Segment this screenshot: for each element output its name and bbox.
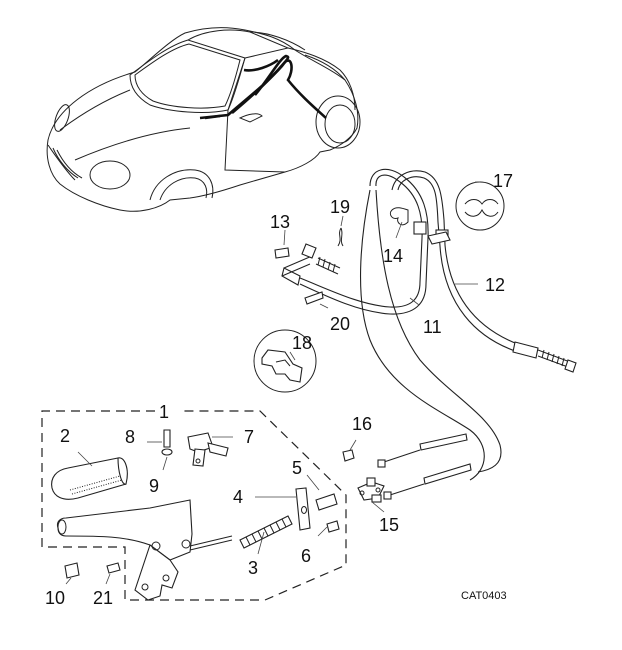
assembly-1-boundary: [41, 410, 347, 601]
callout-11: 11: [423, 317, 442, 337]
callout-18: 18: [292, 333, 312, 353]
part-20-bolt: [304, 291, 324, 305]
callout-3: 3: [248, 558, 258, 578]
part-10-knob: [64, 562, 80, 579]
callout-4: 4: [233, 487, 243, 507]
callout-1: 1: [159, 402, 169, 422]
detail-18: [253, 329, 317, 393]
callout-13: 13: [270, 212, 290, 232]
callout-5: 5: [292, 458, 302, 478]
part-14-clip: [389, 207, 409, 226]
part-5-pin: [315, 493, 338, 511]
callout-6: 6: [301, 546, 311, 566]
catalog-code: CAT0403: [461, 590, 507, 602]
part-1-lever: [56, 499, 233, 601]
callout-14: 14: [383, 246, 403, 266]
part-16-bolt: [342, 449, 355, 462]
callout-12: 12: [485, 275, 505, 295]
callout-19: 19: [330, 197, 350, 217]
callout-17: 17: [493, 171, 513, 191]
callout-labels: 1 2 3 4 5 6 7 8 9 10 11 12 13 14 15 16 1…: [45, 171, 513, 608]
callout-16: 16: [352, 414, 372, 434]
part-8-bolt: [163, 429, 171, 448]
car-illustration: [46, 27, 361, 212]
handbrake-assembly: [51, 429, 340, 601]
callout-15: 15: [379, 515, 399, 535]
part-4-plate: [295, 487, 311, 531]
part-13-bolt: [274, 247, 290, 259]
part-21-bolt: [106, 562, 121, 574]
callout-2: 2: [60, 426, 70, 446]
callout-21: 21: [93, 588, 113, 608]
small-parts: [274, 207, 409, 503]
callout-9: 9: [149, 476, 159, 496]
part-2-grip: [51, 457, 128, 500]
callout-10: 10: [45, 588, 65, 608]
brake-cables: [281, 168, 577, 500]
part-7-switch: [187, 432, 229, 467]
callout-7: 7: [244, 427, 254, 447]
part-9-washer: [161, 448, 173, 456]
part-6-bush: [326, 520, 340, 533]
callout-20: 20: [330, 314, 350, 334]
callout-8: 8: [125, 427, 135, 447]
leader-lines: [65, 181, 480, 585]
part-19-clip: [337, 227, 344, 247]
